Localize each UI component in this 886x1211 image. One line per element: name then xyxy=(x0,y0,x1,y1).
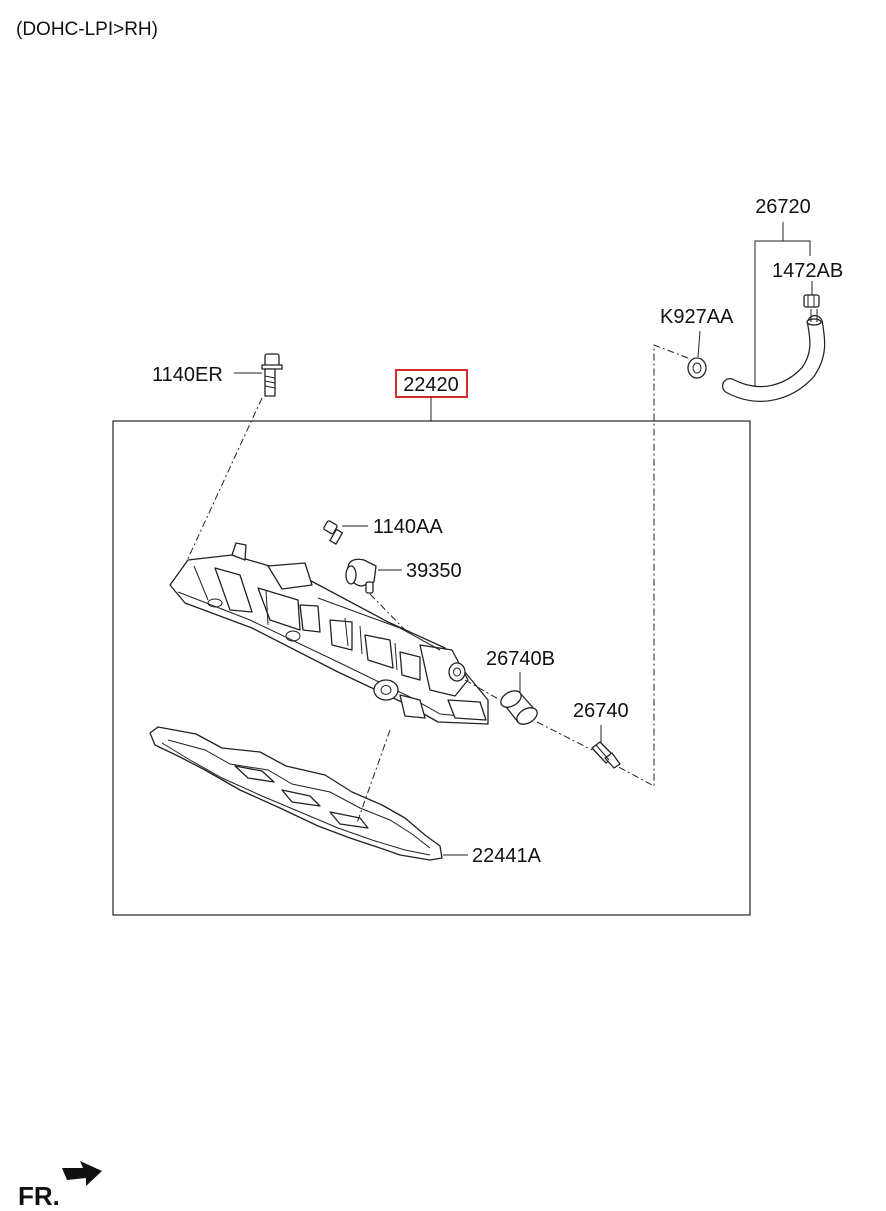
hose-clamp-1472AB xyxy=(803,294,820,308)
variant-header: (DOHC-LPI>RH) xyxy=(16,19,158,40)
label-1140AA[interactable]: 1140AA xyxy=(373,516,443,538)
label-1472AB[interactable]: 1472AB xyxy=(772,260,843,282)
label-26740[interactable]: 26740 xyxy=(573,700,629,722)
bolt-1140ER xyxy=(261,353,283,397)
routing-dash-line xyxy=(612,344,689,787)
gasket-22441A xyxy=(149,726,443,861)
label-1140ER[interactable]: 1140ER xyxy=(152,364,223,386)
label-K927AA[interactable]: K927AA xyxy=(660,306,734,328)
label-26740B[interactable]: 26740B xyxy=(486,648,555,670)
bolt-guide-line xyxy=(184,397,263,566)
label-26720[interactable]: 26720 xyxy=(755,196,811,218)
callout-22420[interactable]: 22420 xyxy=(395,369,468,421)
breather-hose xyxy=(722,309,826,402)
leader-K927AA xyxy=(697,330,701,358)
grommet-guide-line-b xyxy=(536,721,593,751)
sensor-guide-line xyxy=(369,593,406,631)
sensor-39350 xyxy=(345,558,377,594)
screw-1140AA xyxy=(323,520,344,545)
grommet-26740B xyxy=(500,690,538,725)
label-22441A[interactable]: 22441A xyxy=(472,845,542,867)
valve-cover xyxy=(169,542,489,725)
gasket-guide-line xyxy=(356,729,391,824)
front-arrow-icon xyxy=(62,1161,102,1186)
pcv-valve-26740 xyxy=(591,741,621,769)
label-22420[interactable]: 22420 xyxy=(403,374,459,396)
callout-26720[interactable]: 26720 xyxy=(754,196,811,390)
clip-K927AA xyxy=(687,357,707,379)
label-39350[interactable]: 39350 xyxy=(406,560,462,582)
bracket-26720 xyxy=(754,240,811,390)
grommet-guide-line-a xyxy=(464,679,501,701)
front-direction-label: FR. xyxy=(18,1181,60,1211)
